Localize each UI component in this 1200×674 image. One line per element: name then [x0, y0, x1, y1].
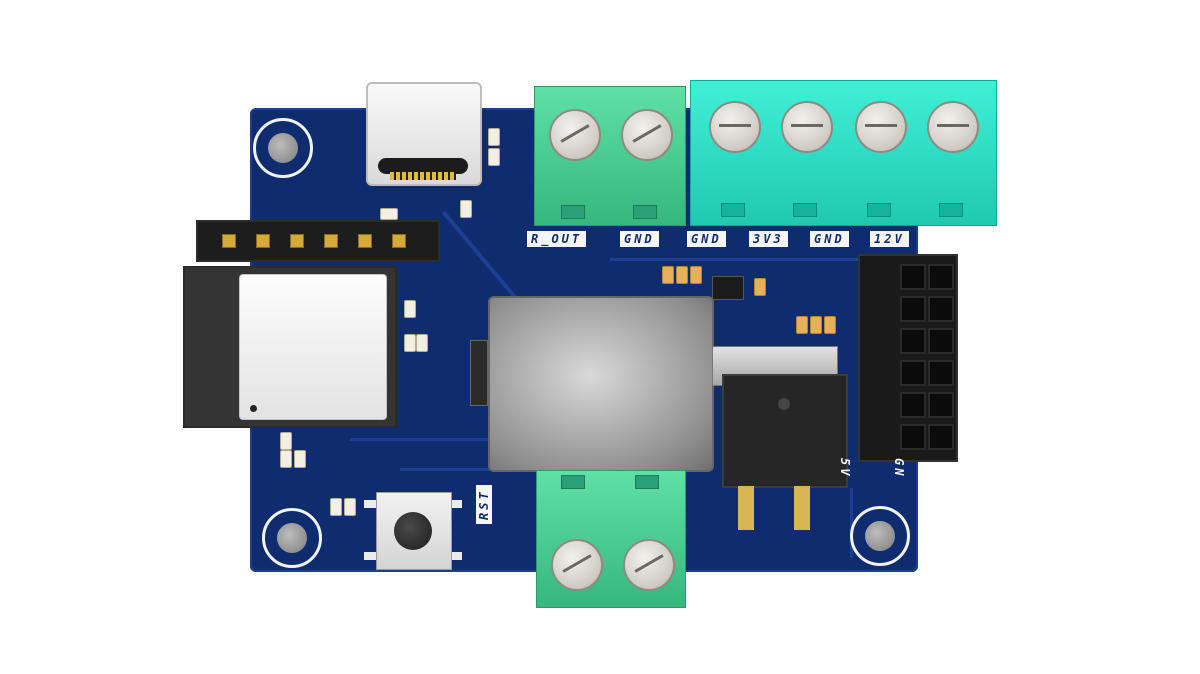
- smd-component: [280, 450, 292, 468]
- terminal-block-power: [690, 80, 997, 226]
- smd-component: [344, 498, 356, 516]
- smd-component: [280, 432, 292, 450]
- smd-component: [404, 334, 416, 352]
- terminal-block-signal: [534, 86, 686, 226]
- smd-component: [294, 450, 306, 468]
- smd-component: [824, 316, 836, 334]
- regulator-lead: [794, 486, 810, 530]
- smd-component: [460, 200, 472, 218]
- smd-component: [416, 334, 428, 352]
- label-gnd: GN: [892, 458, 906, 479]
- usb-c-connector-icon[interactable]: [366, 82, 482, 186]
- pin-header: [196, 220, 440, 262]
- voltage-regulator: [722, 374, 848, 488]
- smd-component: [754, 278, 766, 296]
- tactile-button-icon[interactable]: [364, 492, 462, 570]
- female-header: [858, 254, 958, 462]
- smd-component: [488, 148, 500, 166]
- smd-component: [470, 340, 488, 406]
- mounting-hole-icon: [253, 118, 313, 178]
- label-gnd: GND: [620, 231, 659, 247]
- trace: [610, 258, 910, 261]
- trace: [350, 438, 520, 441]
- regulator-lead: [738, 486, 754, 530]
- mounting-hole-icon: [850, 506, 910, 566]
- label-12v: 12V: [870, 231, 909, 247]
- label-r-out: R_OUT: [527, 231, 587, 247]
- trace: [441, 210, 523, 306]
- smd-component: [404, 300, 416, 318]
- smd-component: [488, 128, 500, 146]
- ic-chip: [712, 276, 744, 300]
- smd-component: [690, 266, 702, 284]
- label-5v: 5V: [838, 458, 852, 479]
- mounting-hole-icon: [262, 508, 322, 568]
- smd-component: [662, 266, 674, 284]
- wifi-module: [183, 266, 397, 428]
- smd-component: [330, 498, 342, 516]
- trace: [850, 488, 853, 558]
- label-gnd: GND: [810, 231, 849, 247]
- smd-component: [676, 266, 688, 284]
- smd-component: [380, 208, 398, 220]
- label-3v3: 3V3: [749, 231, 788, 247]
- label-gnd: GND: [687, 231, 726, 247]
- smd-component: [810, 316, 822, 334]
- terminal-block-bottom: [536, 470, 686, 608]
- label-rst: RST: [476, 485, 492, 524]
- inductor: [488, 296, 714, 472]
- smd-component: [796, 316, 808, 334]
